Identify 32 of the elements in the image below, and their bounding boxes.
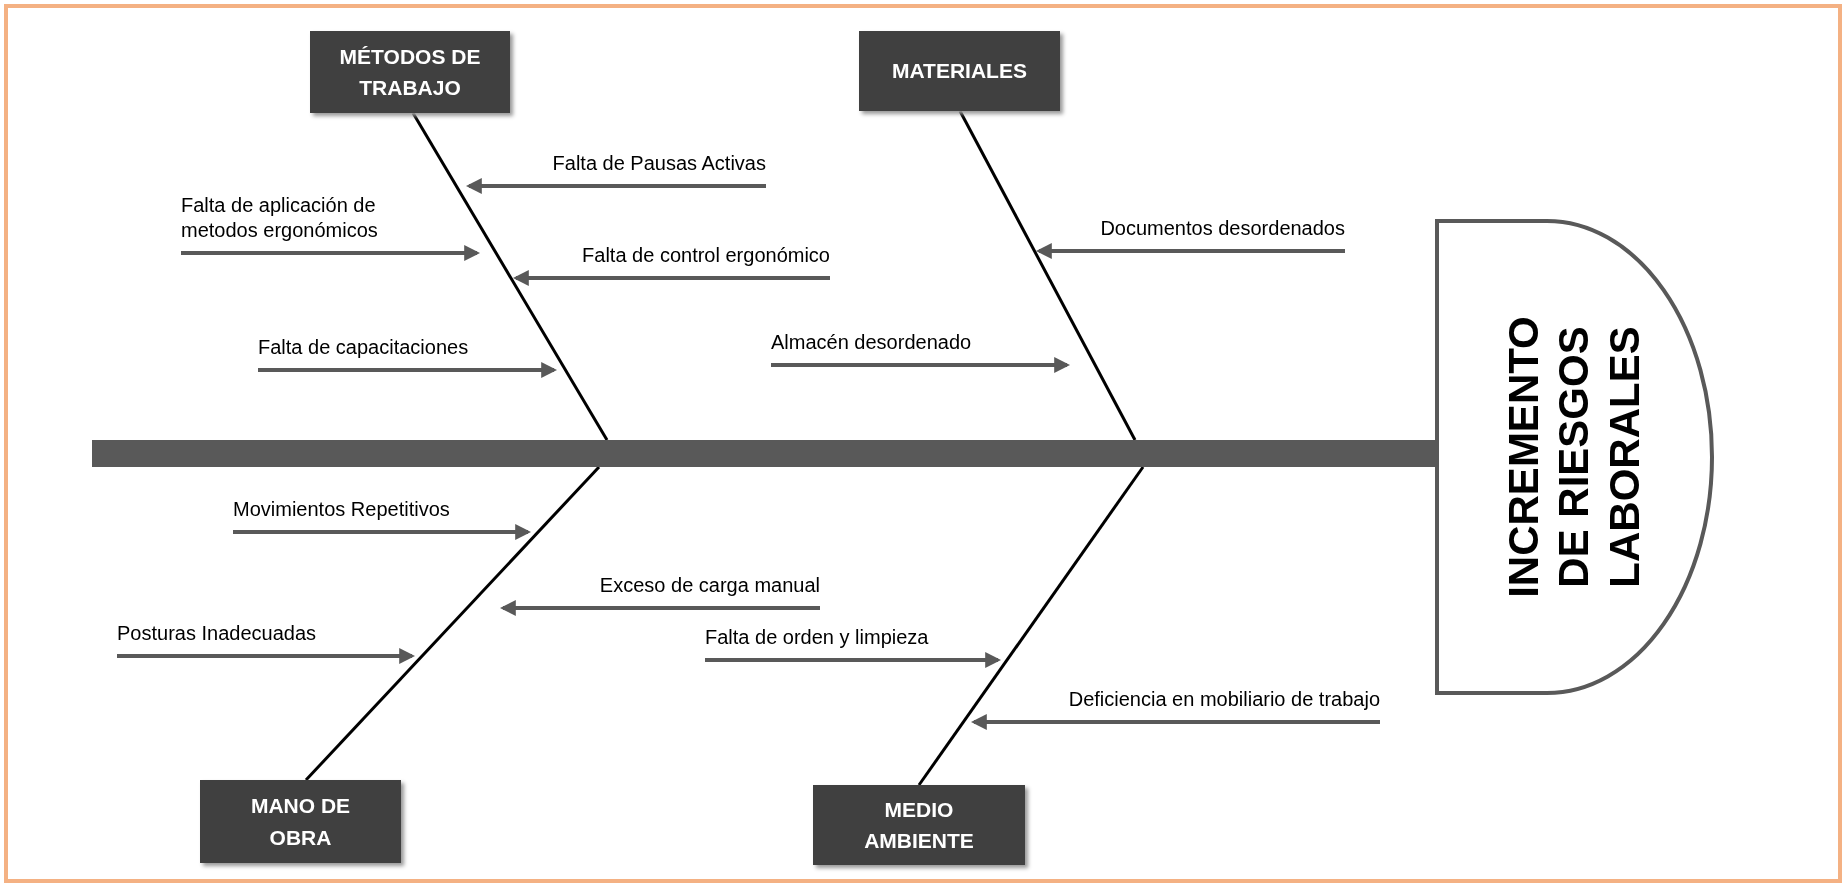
cause-label: Falta de control ergonómico: [582, 243, 830, 278]
category-box: MÉTODOS DE TRABAJO: [310, 31, 510, 113]
cause-label: Falta de capacitaciones: [258, 335, 469, 370]
arrow: [258, 362, 558, 378]
arrow: [512, 270, 830, 286]
cause-label: Falta de orden y limpieza: [705, 625, 929, 660]
cause-label: Falta de Pausas Activas: [552, 151, 766, 186]
arrow: [117, 648, 416, 664]
arrow: [181, 245, 481, 261]
category-box: MANO DE OBRA: [200, 780, 401, 863]
arrow: [705, 652, 1002, 668]
bone-line: [411, 112, 609, 441]
arrow: [771, 357, 1071, 373]
arrow: [499, 600, 820, 616]
cause-label: Falta de aplicación de metodos ergonómicos: [181, 193, 431, 253]
bone-line: [917, 466, 1145, 786]
cause-label: Deficiencia en mobiliario de trabajo: [1068, 687, 1380, 722]
cause-label: Documentos desordenados: [1100, 216, 1345, 251]
arrow: [465, 178, 766, 194]
cause-label: Almacén desordenado: [771, 330, 972, 365]
category-box: MATERIALES: [859, 31, 1060, 111]
cause-label: Movimientos Repetitivos: [233, 497, 450, 532]
bone-line: [304, 465, 601, 782]
effect-label: INCREMENTO DE RIESGOS LABORALES: [1499, 315, 1650, 600]
cause-label: Exceso de carga manual: [599, 573, 820, 608]
bone-line: [958, 110, 1137, 441]
arrow: [1035, 243, 1345, 259]
category-box: MEDIO AMBIENTE: [813, 785, 1025, 865]
arrow: [233, 524, 532, 540]
cause-label: Posturas Inadecuadas: [117, 621, 317, 656]
arrow: [970, 714, 1380, 730]
spine-bar: [92, 440, 1438, 467]
